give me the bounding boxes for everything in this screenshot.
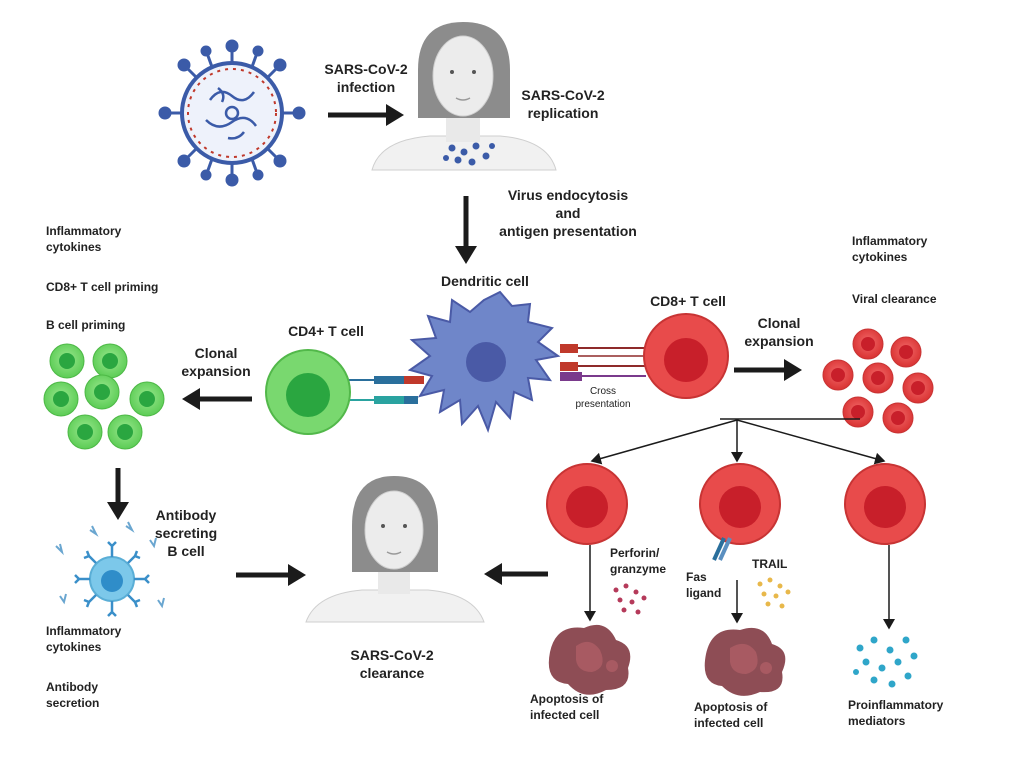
clonal-expansion-left-label: Clonal expansion xyxy=(181,345,251,380)
left-inflammatory-cytokines-label: Inflammatory cytokines xyxy=(46,224,122,254)
antibody-clearance-arrow xyxy=(236,564,306,586)
dendritic-cell-icon xyxy=(407,290,561,434)
cd8-priming-label: CD8+ T cell priming xyxy=(46,280,159,294)
perforin-granzyme-label: Perforin/ granzyme xyxy=(610,546,667,576)
endocytosis-label: Virus endocytosis and antigen presentati… xyxy=(499,187,637,240)
antigen-presentation-receptors-cd4 xyxy=(348,376,424,404)
b-cell-differentiation-arrow xyxy=(107,468,129,520)
infection-arrow xyxy=(328,104,404,126)
antibody-secreting-b-cell-label: Antibody secreting B cell xyxy=(154,507,218,560)
trail-granules-icon xyxy=(757,577,791,609)
endocytosis-arrow xyxy=(455,196,477,264)
antibody-secretion-label: Antibody secretion xyxy=(46,680,100,710)
replication-label: SARS-CoV-2 replication xyxy=(521,87,605,122)
recovered-person-icon xyxy=(305,476,485,623)
cytotoxic-clearance-arrow xyxy=(484,563,548,585)
trail-label: TRAIL xyxy=(752,557,788,571)
clonal-expansion-right-label: Clonal expansion xyxy=(744,315,814,350)
cd8-clone-cluster-icon xyxy=(822,328,934,434)
apoptotic-infected-cell-icon-2 xyxy=(704,627,786,696)
b-cell-priming-label: B cell priming xyxy=(46,318,126,332)
cross-presentation-receptors-cd8 xyxy=(560,344,646,381)
cd4-clone-cluster-icon xyxy=(43,343,165,450)
cd4-t-cell-icon xyxy=(265,349,351,435)
proinflammatory-mediators-label: Proinflammatory mediators xyxy=(848,698,944,728)
infected-person-icon xyxy=(371,22,557,171)
apoptosis-arrows xyxy=(584,545,895,630)
cd8-t-cell-label: CD8+ T cell xyxy=(650,293,726,309)
cd8-t-cell-icon xyxy=(643,313,729,399)
cross-presentation-label: Cross presentation xyxy=(575,386,631,410)
bottom-inflammatory-cytokines-label: Inflammatory cytokines xyxy=(46,624,122,654)
clonal-expansion-left-arrow xyxy=(182,388,252,410)
fas-ligand-icon xyxy=(712,537,732,561)
cd4-t-cell-label: CD4+ T cell xyxy=(288,323,364,339)
viral-clearance-label: Viral clearance xyxy=(852,292,937,306)
infection-label: SARS-CoV-2 infection xyxy=(324,61,408,96)
clonal-expansion-right-arrow xyxy=(734,359,802,381)
apoptosis-label-2: Apoptosis of infected cell xyxy=(694,700,768,730)
effector-branch-arrows xyxy=(590,418,886,465)
apoptosis-label-1: Apoptosis of infected cell xyxy=(530,692,604,722)
clearance-label: SARS-CoV-2 clearance xyxy=(350,647,434,682)
proinflammatory-mediators-icon xyxy=(853,636,918,688)
antibody-secreting-b-cell-icon xyxy=(55,521,165,617)
effector-cd8-cells xyxy=(546,463,926,545)
fas-ligand-label: Fas ligand xyxy=(686,570,722,600)
perforin-granzyme-granules-icon xyxy=(613,583,647,615)
right-inflammatory-cytokines-label: Inflammatory cytokines xyxy=(852,234,928,264)
sars-cov-2-virus-icon xyxy=(158,39,306,187)
apoptotic-infected-cell-icon xyxy=(548,624,631,695)
dendritic-cell-label: Dendritic cell xyxy=(441,273,529,289)
